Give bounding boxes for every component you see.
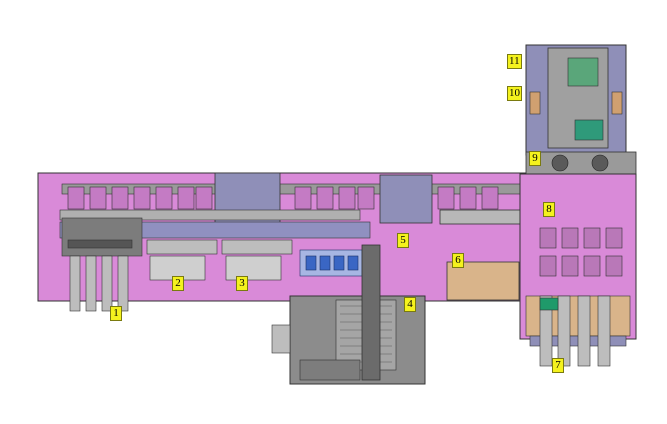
feeder-base [299, 359, 361, 381]
center-housing-2 [379, 174, 433, 224]
left-gripper-group [61, 217, 143, 312]
callout-label-9: 9 [529, 151, 541, 166]
callout-label-8: 8 [543, 202, 555, 217]
blue-tray-group [299, 249, 363, 277]
tower-side-left [529, 91, 541, 115]
station-group-2 [146, 239, 218, 281]
feeder-side-panel [271, 324, 291, 354]
callout-label-7: 7 [552, 358, 564, 373]
tower-side-right [611, 91, 623, 115]
right-column-cells [539, 227, 623, 277]
green-clamp [539, 297, 559, 311]
callout-label-6: 6 [452, 253, 464, 268]
drive-wheel-left [551, 154, 569, 172]
callout-label-1: 1 [110, 306, 122, 321]
callout-label-10: 10 [507, 86, 522, 101]
right-gripper-fingers [539, 295, 611, 367]
callout-label-2: 2 [172, 276, 184, 291]
drive-wheel-right [591, 154, 609, 172]
upper-stations [67, 186, 499, 210]
callout-label-11: 11 [507, 54, 522, 69]
upper-rail [61, 183, 525, 195]
tan-block [446, 261, 520, 301]
callout-label-3: 3 [236, 276, 248, 291]
station-group-3 [221, 239, 293, 281]
callout-label-4: 4 [404, 297, 416, 312]
tower-green-part-2 [574, 119, 604, 141]
callout-label-5: 5 [397, 233, 409, 248]
right-drive-unit [525, 151, 637, 175]
vertical-chute [361, 244, 381, 381]
tower-green-part [567, 57, 599, 87]
main-conveyor [59, 209, 361, 221]
